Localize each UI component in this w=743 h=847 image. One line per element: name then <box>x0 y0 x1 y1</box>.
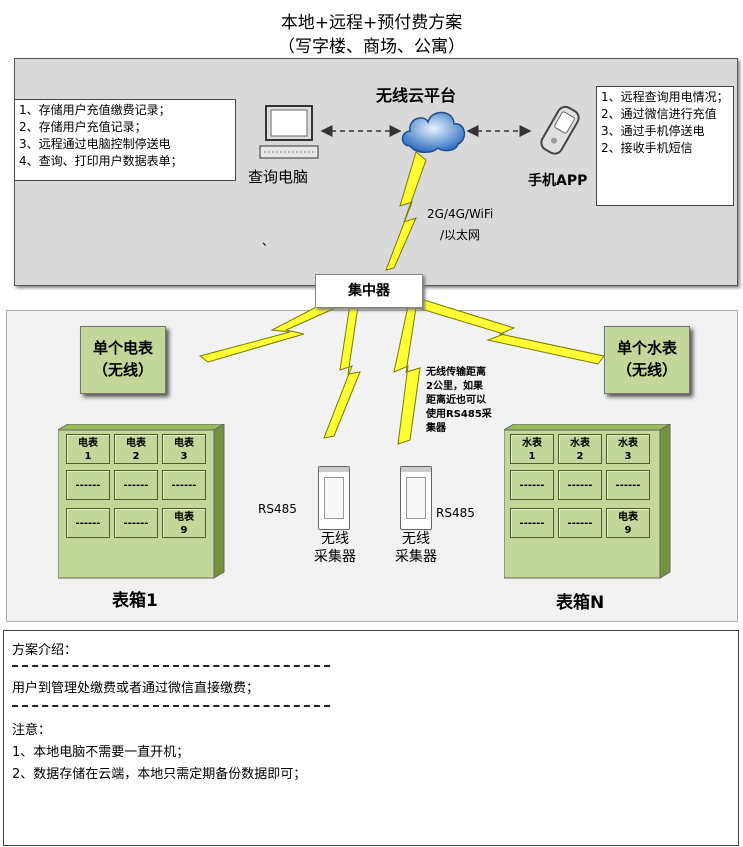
note-line: 使用RS485采 <box>426 409 492 420</box>
intro-text: 用户到管理处缴费或者通过微信直接缴费； <box>12 681 260 696</box>
cloud-platform-label: 无线云平台 <box>376 86 457 105</box>
network-label-line2: /以太网 <box>440 228 481 242</box>
divider <box>12 665 330 667</box>
single-water-meter-line1: 单个水表 <box>616 339 677 357</box>
wireless-collector-right <box>400 466 432 530</box>
phone-icon <box>540 105 580 155</box>
collector-right-label-1: 无线 <box>402 531 430 547</box>
meter-cell: ------ <box>558 508 602 538</box>
wireless-collector-left <box>318 466 350 530</box>
wireless-distance-note: 无线传输距离 2公里，如果 距离近也可以 使用RS485采 集器 <box>426 366 506 436</box>
network-label-line1: 2G/4G/WiFi <box>427 207 494 221</box>
single-water-meter-line2: （无线） <box>616 361 677 379</box>
collector-left-label-1: 无线 <box>321 531 349 547</box>
note-line: 1、远程查询用电情况； <box>601 90 729 104</box>
meter-box-1-label: 表箱1 <box>112 591 158 611</box>
note-line: 距离近也可以 <box>426 395 486 406</box>
note-line: 2、通过微信进行充值 <box>601 107 717 121</box>
note-line: 2公里，如果 <box>426 381 483 392</box>
lightning-icon <box>323 303 361 439</box>
note-line: 3、远程通过电脑控制停送电 <box>19 137 171 151</box>
meter-cell: ------ <box>114 508 158 538</box>
computer-functions-note: 1、存储用户充值缴费记录； 2、存储用户充值记录； 3、远程通过电脑控制停送电 … <box>14 99 236 181</box>
single-electric-meter-line1: 单个电表 <box>92 339 153 357</box>
meter-cell: ------ <box>510 470 554 500</box>
diagram-subtitle: （写字楼、商场、公寓） <box>278 37 465 57</box>
note-line: 3、通过手机停送电 <box>601 124 705 138</box>
computer-icon <box>259 105 319 159</box>
note-line: 4、查询、打印用户数据表单； <box>19 154 183 168</box>
meter-cell: ------ <box>162 470 206 500</box>
note-item: 2、数据存储在云端，本地只需定期备份数据即可； <box>12 767 307 782</box>
diagram-title: 本地+远程+预付费方案 <box>280 13 463 33</box>
phone-app-label: 手机APP <box>528 173 588 189</box>
meter-cell: ------ <box>558 470 602 500</box>
meter-box-n-label: 表箱N <box>556 593 605 613</box>
single-water-meter: 单个水表 （无线） <box>604 326 690 394</box>
stray-mark: 、 <box>262 234 275 248</box>
single-electric-meter: 单个电表 （无线） <box>80 326 166 394</box>
lightning-icon <box>198 299 342 363</box>
intro-heading: 方案介绍： <box>12 643 78 658</box>
collector-left-label-2: 采集器 <box>314 549 356 565</box>
note-line: 无线传输距离 <box>426 367 486 378</box>
rs485-left-label: RS485 <box>258 502 297 516</box>
computer-label: 查询电脑 <box>248 168 309 186</box>
collector-right-label-2: 采集器 <box>395 549 437 565</box>
lightning-icon <box>385 151 427 271</box>
meter-cell: ------ <box>510 508 554 538</box>
concentrator-box: 集中器 <box>315 274 423 308</box>
note-item: 1、本地电脑不需要一直开机； <box>12 745 190 760</box>
note-line: 2、接收手机短信 <box>601 141 693 155</box>
note-line: 1、存储用户充值缴费记录； <box>19 103 171 117</box>
meter-cell: ------ <box>66 508 110 538</box>
note-line: 集器 <box>426 423 446 434</box>
meter-cell: ------ <box>114 470 158 500</box>
phone-functions-note: 1、远程查询用电情况； 2、通过微信进行充值 3、通过手机停送电 2、接收手机短… <box>596 86 734 206</box>
single-electric-meter-line2: （无线） <box>92 361 153 379</box>
meter-cell: ------ <box>606 470 650 500</box>
note-heading: 注意： <box>12 723 52 738</box>
lightning-icon <box>393 305 421 445</box>
cloud-icon <box>401 111 466 153</box>
meter-cell: ------ <box>66 470 110 500</box>
rs485-right-label: RS485 <box>436 506 475 520</box>
scheme-intro-box: 方案介绍： 用户到管理处缴费或者通过微信直接缴费； 注意： 1、本地电脑不需要一… <box>3 630 739 846</box>
divider <box>12 705 330 707</box>
lightning-icon <box>417 299 605 365</box>
note-line: 2、存储用户充值记录； <box>19 120 147 134</box>
